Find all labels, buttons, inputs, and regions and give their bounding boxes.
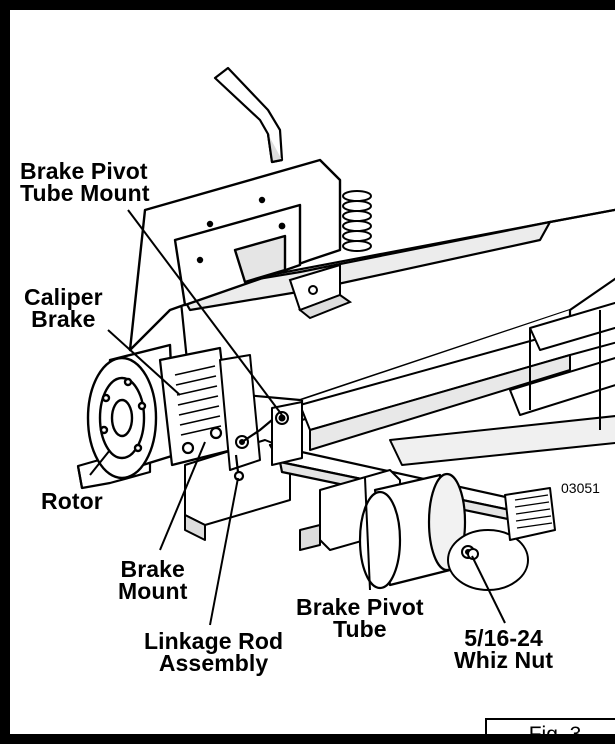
- label-whiz-nut: 5/16-24 Whiz Nut: [454, 625, 554, 673]
- leader-brake-mount: [159, 441, 206, 551]
- brake-mount-plate: [219, 354, 261, 471]
- figure-code: 03051: [561, 480, 600, 496]
- right-frame-tubes: [389, 301, 615, 466]
- leader-linkage-rod: [209, 477, 239, 626]
- pivot-tube-mount: [271, 401, 303, 466]
- label-brake-mount: Brake Mount: [118, 556, 188, 604]
- rotor-disc: [86, 343, 177, 480]
- leader-caliper-brake: [107, 329, 181, 396]
- label-rotor: Rotor: [41, 488, 103, 514]
- figure-label-box: Fig. 3: [485, 718, 615, 744]
- label-caliper-brake: Caliper Brake: [24, 284, 103, 332]
- label-brake-pivot-tube-mount: Brake Pivot Tube Mount: [20, 158, 150, 206]
- leader-brake-pivot-tube: [364, 477, 371, 591]
- leader-lines: [89, 209, 506, 626]
- leader-pivot-tube-mount: [127, 209, 283, 416]
- label-linkage-rod-assembly: Linkage Rod Assembly: [144, 628, 284, 676]
- control-lever: [213, 66, 284, 164]
- brake-assembly-illustration: [76, 66, 615, 626]
- label-brake-pivot-tube: Brake Pivot Tube: [296, 594, 424, 642]
- seat-spring: [342, 190, 372, 252]
- figure-label: Fig. 3: [528, 723, 582, 744]
- leader-rotor: [89, 449, 111, 476]
- motor-cylinder: [358, 472, 467, 590]
- leader-whiz-nut: [471, 555, 506, 624]
- upright-bracket: [128, 158, 342, 352]
- frame-clamp: [288, 263, 353, 320]
